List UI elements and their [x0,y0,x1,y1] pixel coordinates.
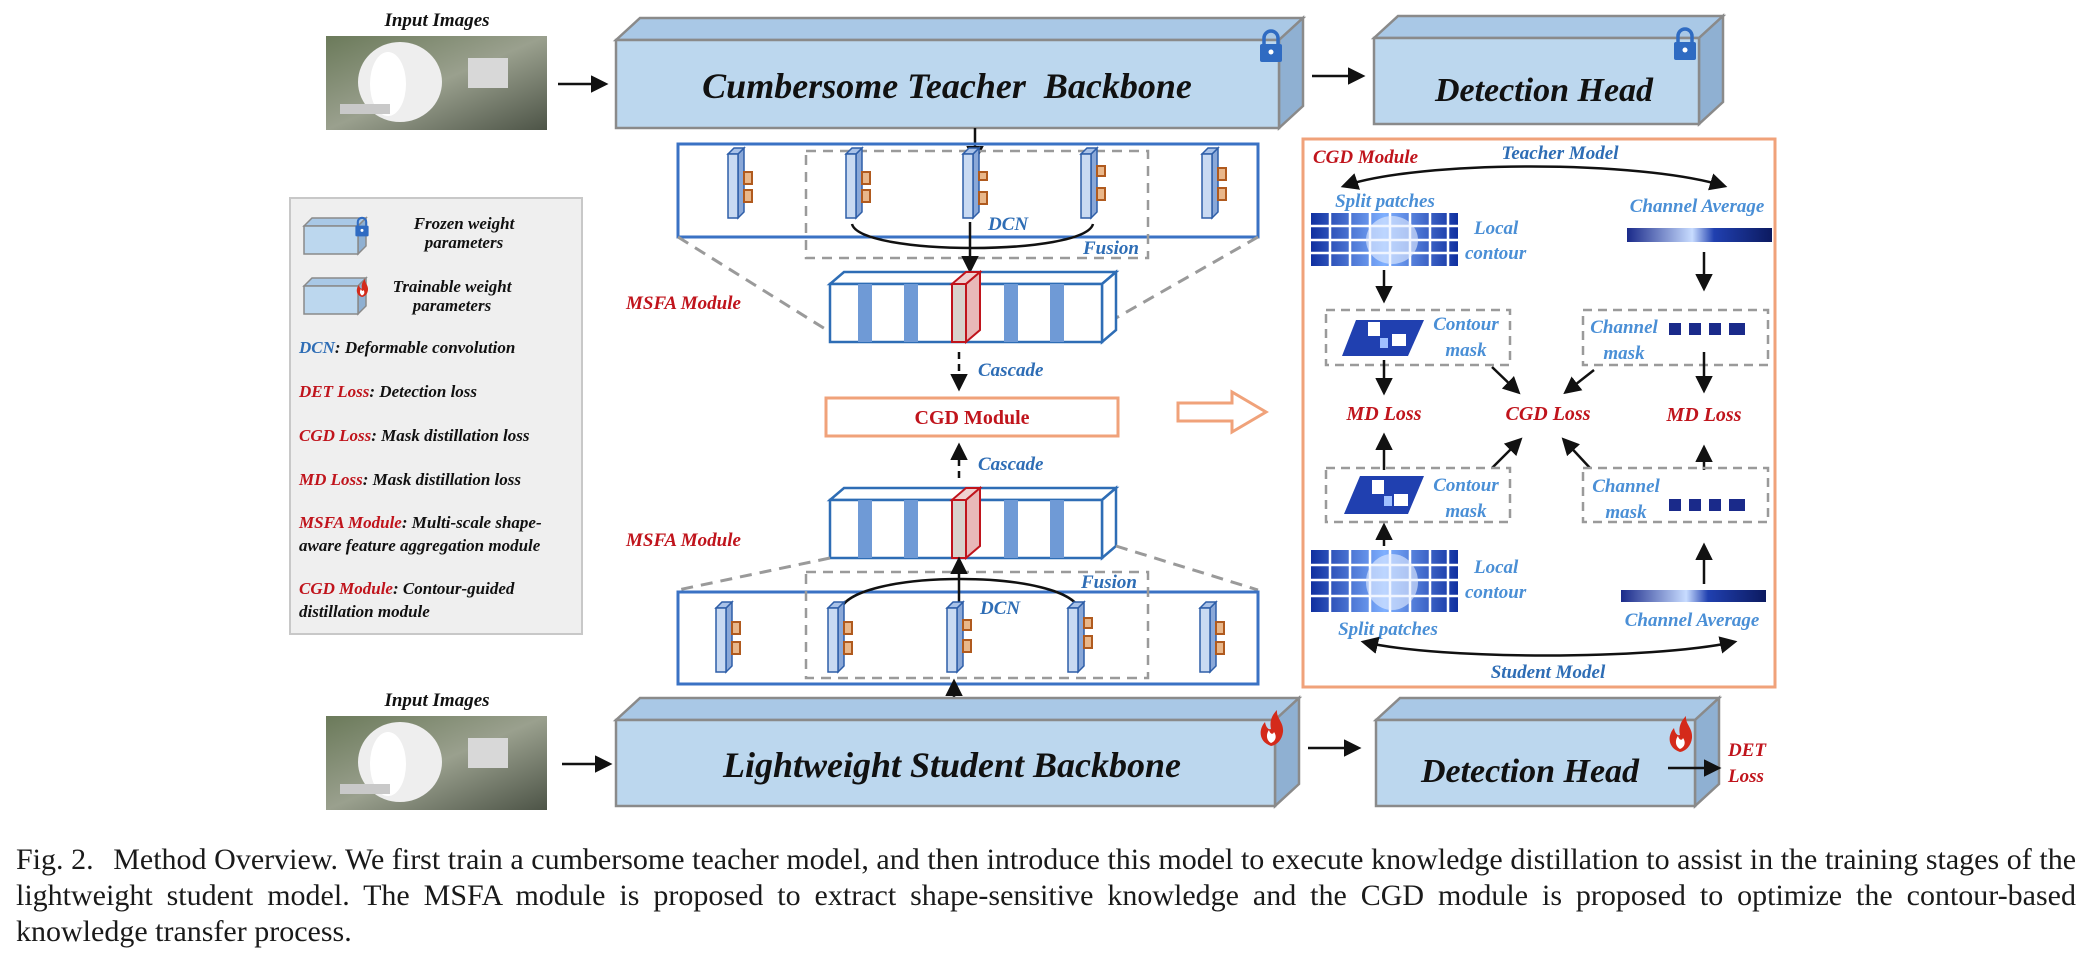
teacher-split-patches-image [1311,213,1458,266]
arrow-contourmask-to-cgd-bottom [1491,437,1523,469]
legend-frozen-line1: Frozen weight [413,214,516,233]
teacher-channel-avg-bar [1627,228,1772,242]
method-overview-diagram: Input Images Cumbersome Teacher Backbone… [289,10,1777,810]
cgd-md-loss-right: MD Loss [1665,404,1741,426]
input-images-label-bottom: Input Images [383,690,489,711]
student-feature-maps [714,600,1225,674]
figure-caption: Fig. 2. Method Overview. We first train … [16,842,2076,950]
teacher-feature-frame [676,142,1260,239]
cgd-channel-avg-bottom: Channel Average [1625,610,1760,631]
cgd-channel-mask-top-2: mask [1603,343,1645,364]
student-fusion-label: Fusion [1080,572,1137,593]
student-contour-mask-region [1324,466,1512,524]
legend-trainable-line2: parameters [411,296,492,315]
caption-text: Method Overview. We first train a cumber… [16,843,2077,948]
legend-trainable-line1: Trainable weight [393,277,513,296]
teacher-dcn-curve [850,223,1095,250]
student-channel-mask-region [1581,466,1770,524]
legend-frozen-box [302,216,370,256]
legend-panel: Frozen weight parameters Trainable weigh… [289,197,583,635]
teacher-feature-maps [726,146,1227,220]
cgd-channel-mask-top-1: Channel [1590,317,1658,338]
student-msfa-block [826,485,1120,561]
legend-msfa-line2: aware feature aggregation module [299,536,541,555]
cgd-channel-mask-bottom-1: Channel [1592,476,1660,497]
hollow-arrow-to-panel [1176,389,1269,435]
teacher-fusion-label: Fusion [1082,238,1139,259]
student-channel-mask-image [1669,499,1745,511]
cgd-split-patches-top: Split patches [1335,191,1435,212]
input-image-bottom [326,716,547,810]
cgd-local-top: Local [1473,218,1519,239]
input-image-top [326,36,547,130]
cgd-contour-mask-bottom-2: mask [1445,501,1487,522]
cgd-student-curve [1360,636,1738,657]
cgd-md-loss-left: MD Loss [1345,403,1421,425]
student-backbone-label: Lightweight Student Backbone [722,745,1181,785]
teacher-contour-mask-image [1342,320,1424,356]
student-msfa-label: MSFA Module [625,530,742,551]
teacher-msfa-block [826,269,1120,345]
det-loss-label-1: DET [1727,740,1767,761]
legend-msfa-line1: MSFA Module: Multi-scale shape- [298,513,542,532]
student-split-patches-image [1311,550,1458,612]
det-loss-label-2: Loss [1727,766,1764,787]
legend-md-loss: MD Loss: Mask distillation loss [298,470,521,489]
legend-cgd-line1: CGD Module: Contour-guided [299,579,515,598]
legend-dcn: DCN: Deformable convolution [298,338,515,357]
cgd-split-patches-bottom: Split patches [1338,619,1438,640]
teacher-channel-mask-image [1669,323,1745,335]
student-zoom-left [677,556,831,592]
cgd-contour-mask-bottom-1: Contour [1433,475,1499,496]
legend-det-loss: DET Loss: Detection loss [298,382,477,401]
arrow-chmask-to-cgd-top [1563,369,1595,395]
cgd-contour-bottom: contour [1465,582,1527,603]
input-images-label-top: Input Images [383,10,489,31]
teacher-cascade-label: Cascade [978,360,1044,381]
cgd-contour-mask-top-2: mask [1445,340,1487,361]
arrow-chmask-to-cgd-bottom [1561,437,1591,469]
teacher-dcn-label: DCN [987,214,1029,235]
cgd-module-box [824,396,1120,438]
teacher-backbone-box [612,15,1307,131]
teacher-channel-mask-region [1581,308,1770,367]
teacher-contour-mask-region [1324,308,1512,367]
arrow-contourmask-to-cgd-top [1491,366,1521,395]
legend-trainable-box [302,276,369,316]
legend-cgd-loss: CGD Loss: Mask distillation loss [299,426,530,445]
cgd-contour-top: contour [1465,243,1527,264]
cgd-channel-avg-top: Channel Average [1630,196,1765,217]
cgd-local-bottom: Local [1473,557,1519,578]
student-channel-avg-bar [1621,590,1766,602]
student-contour-mask-image [1344,476,1424,514]
caption-figure-number: Fig. 2. [16,843,94,876]
student-detection-head-box [1372,695,1723,809]
student-detection-head-label: Detection Head [1420,753,1640,790]
teacher-zoom-right [1115,235,1259,320]
student-cascade-label: Cascade [978,454,1044,475]
teacher-msfa-label: MSFA Module [625,293,742,314]
cgd-module-box-label: CGD Module [915,407,1030,429]
teacher-detection-head-label: Detection Head [1434,72,1654,109]
cgd-cgd-loss: CGD Loss [1505,403,1590,425]
cgd-teacher-model-label: Teacher Model [1502,143,1620,164]
teacher-detection-head-box [1370,13,1727,127]
legend-cgd-line2: distillation module [299,602,430,621]
student-zoom-right [1115,544,1259,592]
student-backbone-box [612,695,1303,809]
student-fusion-region [804,570,1150,680]
student-dcn-label: DCN [979,598,1021,619]
student-feature-frame [676,590,1260,686]
cgd-contour-mask-top-1: Contour [1433,314,1499,335]
teacher-zoom-left [677,235,831,334]
legend-frozen-line2: parameters [423,233,504,252]
teacher-backbone-label: Cumbersome Teacher Backbone [702,66,1192,106]
cgd-panel-title: CGD Module [1313,147,1419,168]
cgd-teacher-curve [1340,165,1728,191]
cgd-student-model-label: Student Model [1491,662,1606,683]
cgd-channel-mask-bottom-2: mask [1605,502,1647,523]
